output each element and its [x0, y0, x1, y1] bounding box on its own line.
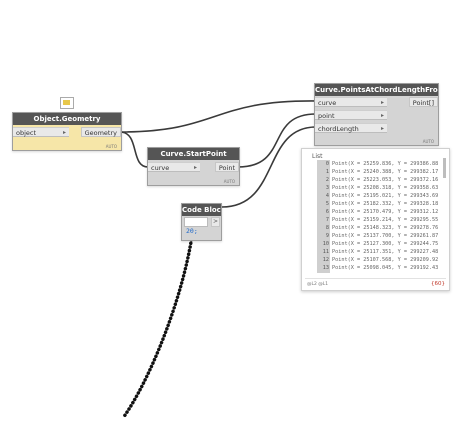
- object-geometry-node[interactable]: Object.Geometry object▸ Geometry AUTO: [12, 112, 122, 151]
- list-index: 14: [317, 272, 330, 273]
- code-editor[interactable]: 20;: [184, 217, 208, 235]
- code-text: 20;: [186, 227, 198, 235]
- list-value: Point(X = 25208.318, Y = 299358.63: [332, 185, 439, 191]
- list-value: Point(X = 25107.568, Y = 299209.92: [332, 257, 439, 263]
- input-port-curve[interactable]: curve▸: [148, 162, 200, 172]
- input-port-curve[interactable]: curve▸: [315, 97, 387, 107]
- node-title: Object.Geometry: [13, 113, 121, 125]
- list-value: Point(X = 25259.836, Y = 299386.88: [332, 161, 439, 167]
- output-port-point[interactable]: Point: [214, 162, 239, 172]
- wire-geometry-to-startpoint-curve[interactable]: [119, 131, 149, 168]
- list-index: 4: [317, 192, 330, 200]
- list-value: Point(X = 25223.053, Y = 299372.16: [332, 177, 439, 183]
- list-value: Point(X = 25240.388, Y = 299382.17: [332, 169, 439, 175]
- preview-title: List: [312, 153, 323, 160]
- list-value: Point(X = 25117.351, Y = 299227.48: [332, 249, 439, 255]
- lacing-label: AUTO: [105, 144, 117, 149]
- list-index: 12: [317, 256, 330, 264]
- list-index: 2: [317, 176, 330, 184]
- list-index: 5: [317, 200, 330, 208]
- code-block-node[interactable]: Code Block 20; >: [181, 203, 222, 241]
- arrow-right-icon: ▸: [380, 112, 384, 119]
- list-value: Point(X = 25098.045, Y = 299192.43: [332, 265, 439, 271]
- preview-scrollbar[interactable]: [443, 158, 446, 178]
- list-index: 1: [317, 168, 330, 176]
- list-value: Point(X = 25137.700, Y = 299261.87: [332, 233, 439, 239]
- geometry-preview-icon[interactable]: [60, 97, 74, 109]
- wire-codeblock-dangling[interactable]: [121, 234, 194, 420]
- list-index: 6: [317, 208, 330, 216]
- list-value: Point(X = 25182.332, Y = 299328.18: [332, 201, 439, 207]
- list-value: Point(X = 25159.214, Y = 299295.55: [332, 217, 439, 223]
- item-count-label: {60}: [431, 281, 445, 287]
- list-index: 13: [317, 264, 330, 272]
- list-index: 7: [317, 216, 330, 224]
- list-item: 14Point(X = 25088.815, Y = 299174.64: [317, 272, 445, 273]
- input-port-chordlength[interactable]: chordLength▸: [315, 123, 387, 133]
- arrow-right-icon: ▸: [62, 129, 66, 136]
- input-port-point[interactable]: point▸: [315, 110, 387, 120]
- output-port-code[interactable]: >: [211, 217, 220, 227]
- list-level-label: @L2 @L1: [307, 282, 329, 287]
- list-index: 8: [317, 224, 330, 232]
- preview-divider: [305, 278, 446, 279]
- list-value: Point(X = 25148.323, Y = 299278.76: [332, 225, 439, 231]
- lacing-label: AUTO: [422, 139, 434, 144]
- list-index: 11: [317, 248, 330, 256]
- list-index: 9: [317, 232, 330, 240]
- list-value: Point(X = 25127.300, Y = 299244.75: [332, 241, 439, 247]
- list-index: 3: [317, 184, 330, 192]
- lacing-label: AUTO: [223, 179, 235, 184]
- output-port-point-list[interactable]: Point[]: [408, 97, 438, 107]
- list-index: 0: [317, 160, 330, 168]
- output-port-geometry[interactable]: Geometry: [80, 127, 121, 137]
- node-title: Curve.PointsAtChordLengthFromPoint: [315, 84, 438, 96]
- arrow-right-icon: ▸: [380, 125, 384, 132]
- list-value: Point(X = 25170.479, Y = 299312.12: [332, 209, 439, 215]
- list-value: Point(X = 25195.021, Y = 299343.69: [332, 193, 439, 199]
- input-port-object[interactable]: object▸: [13, 127, 69, 137]
- node-title: Curve.StartPoint: [148, 148, 239, 160]
- node-title: Code Block: [182, 204, 221, 216]
- wire-geometry-to-curve[interactable]: [119, 100, 317, 133]
- arrow-right-icon: ▸: [380, 99, 384, 106]
- arrow-right-icon: ▸: [193, 164, 197, 171]
- curve-startpoint-node[interactable]: Curve.StartPoint curve▸ Point AUTO: [147, 147, 240, 186]
- list-index: 10: [317, 240, 330, 248]
- points-at-chord-length-node[interactable]: Curve.PointsAtChordLengthFromPoint curve…: [314, 83, 439, 146]
